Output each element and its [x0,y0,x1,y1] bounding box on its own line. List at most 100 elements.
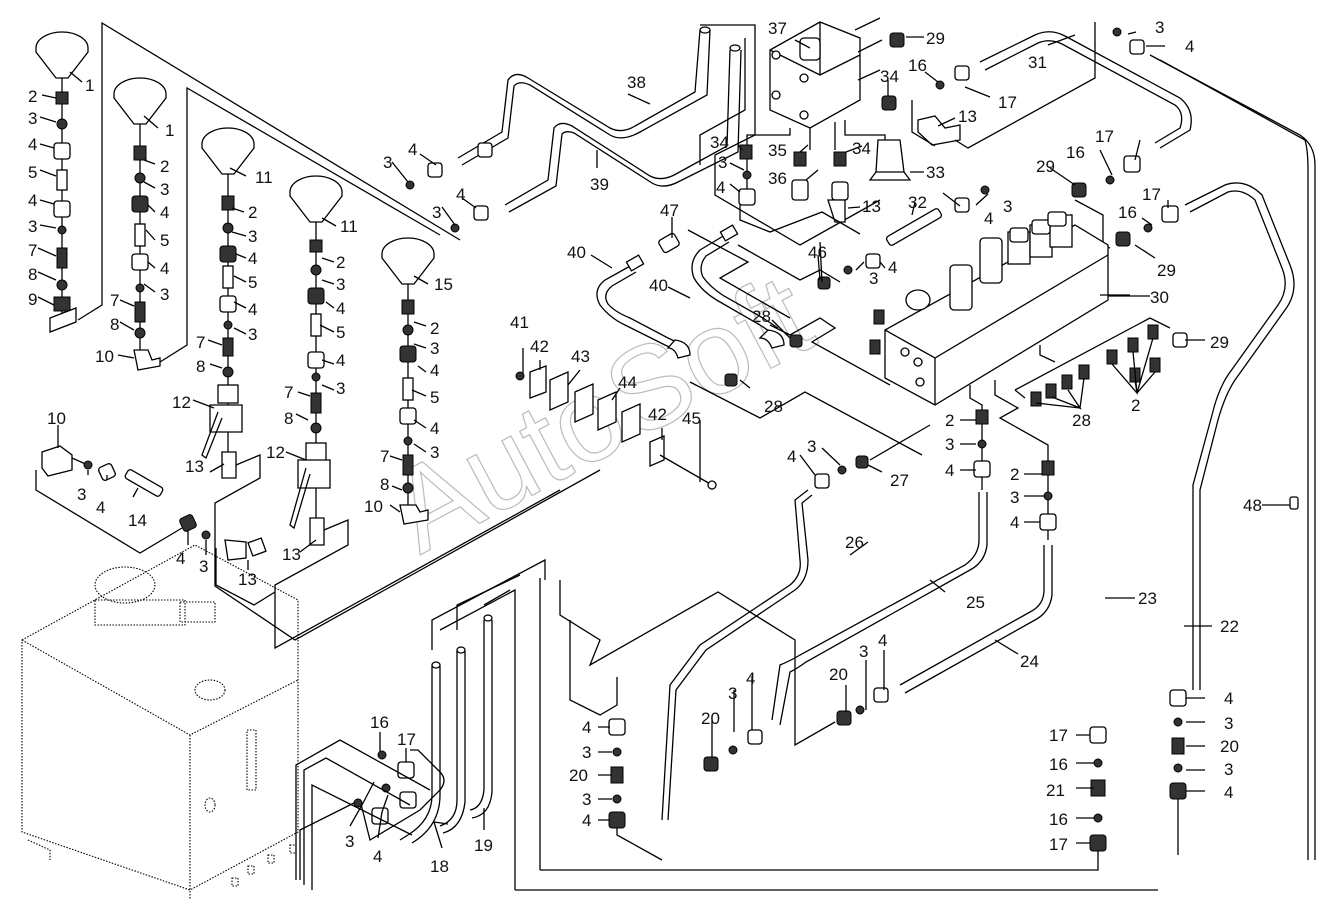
callout-label: 23 [1138,589,1157,608]
callout-label: 4 [582,811,591,830]
callout-label: 3 [248,325,257,344]
callout-label: 3 [1224,714,1233,733]
accumulator-column-2 [113,77,441,371]
callout-label: 28 [1072,411,1091,430]
callout-label: 4 [945,461,954,480]
callout-label: 7 [380,447,389,466]
callout-label: 29 [926,29,945,48]
callout-label: 21 [1046,781,1065,800]
callout-label: 4 [888,258,897,277]
callout-label: 20 [701,709,720,728]
accumulator-column-1 [35,21,461,333]
callout-label: 7 [196,333,205,352]
callout-label: 1 [165,121,174,140]
callout-label: 4 [746,669,755,688]
callout-label: 4 [1224,689,1233,708]
callout-label: 3 [77,485,86,504]
callout-label: 2 [336,253,345,272]
callout-label: 16 [1049,755,1068,774]
callout-label: 15 [434,275,453,294]
callout-label: 19 [474,836,493,855]
callout-label: 4 [336,351,345,370]
callout-label: 9 [28,290,37,309]
pipe-25-assembly [559,380,1057,772]
callout-label: 35 [768,141,787,160]
callout-label: 4 [582,718,591,737]
callout-label: 2 [160,157,169,176]
accumulator-column-3 [201,127,601,641]
callout-label: 13 [958,107,977,126]
callout-label: 1 [85,76,94,95]
callout-label: 5 [336,323,345,342]
callout-label: 47 [660,201,679,220]
callout-label: 3 [199,557,208,576]
callout-label: 2 [28,87,37,106]
pipe-26-assembly [661,424,931,821]
callout-label: 3 [430,339,439,358]
callout-label: 4 [1224,783,1233,802]
callout-label: 4 [248,249,257,268]
callout-label: 42 [530,337,549,356]
callout-label: 40 [567,243,586,262]
callout-label: 29 [1157,261,1176,280]
callout-label: 3 [28,217,37,236]
valve-block-30 [869,211,1130,406]
callout-label: 41 [510,313,529,332]
callout-label: 10 [364,497,383,516]
callout-label: 10 [95,347,114,366]
callout-label: 16 [1118,203,1137,222]
callout-label: 12 [266,443,285,462]
callout-label: 33 [926,163,945,182]
callout-label: 3 [383,153,392,172]
callout-label: 4 [336,299,345,318]
callout-label: 4 [248,300,257,319]
callout-label: 7 [284,383,293,402]
callout-label: 24 [1020,652,1039,671]
callout-label: 27 [890,471,909,490]
callout-label: 25 [966,593,985,612]
callout-label: 2 [430,319,439,338]
callout-label: 29 [1036,157,1055,176]
callout-label: 40 [649,276,668,295]
callout-label: 16 [1066,143,1085,162]
callout-label: 34 [880,67,899,86]
callout-label: 3 [432,203,441,222]
callout-label: 22 [1220,617,1239,636]
pipes-22-23-fittings [439,496,1299,891]
callout-label: 30 [1150,288,1169,307]
callout-label: 2 [945,411,954,430]
callout-label: 3 [248,227,257,246]
accumulator-column-5 [381,237,435,525]
callout-label: 4 [430,361,439,380]
callout-label: 3 [582,743,591,762]
callout-label: 3 [945,435,954,454]
callout-label: 4 [430,419,439,438]
pipes-38-39 [405,24,881,246]
callout-label: 7 [110,291,119,310]
callout-label: 38 [627,73,646,92]
callout-label: 20 [829,665,848,684]
callout-label: 3 [160,285,169,304]
callout-label: 5 [430,388,439,407]
callout-label: 28 [752,307,771,326]
callout-label: 13 [282,545,301,564]
callout-label: 3 [1224,760,1233,779]
callout-label: 3 [1010,488,1019,507]
callout-label: 2 [248,203,257,222]
callout-label: 16 [370,713,389,732]
pipe-31 [911,22,1316,860]
callout-label: 4 [1010,513,1019,532]
callout-label: 3 [345,832,354,851]
callout-label: 3 [869,269,878,288]
callout-label: 8 [380,475,389,494]
callout-label: 17 [1049,726,1068,745]
callout-label: 8 [196,357,205,376]
callout-label: 5 [248,273,257,292]
callout-label: 31 [1028,53,1047,72]
hoses-40 [596,185,990,386]
callout-label: 11 [340,217,358,236]
callout-label: 29 [1210,333,1229,352]
callout-label: 17 [1049,835,1068,854]
callout-label: 3 [728,684,737,703]
